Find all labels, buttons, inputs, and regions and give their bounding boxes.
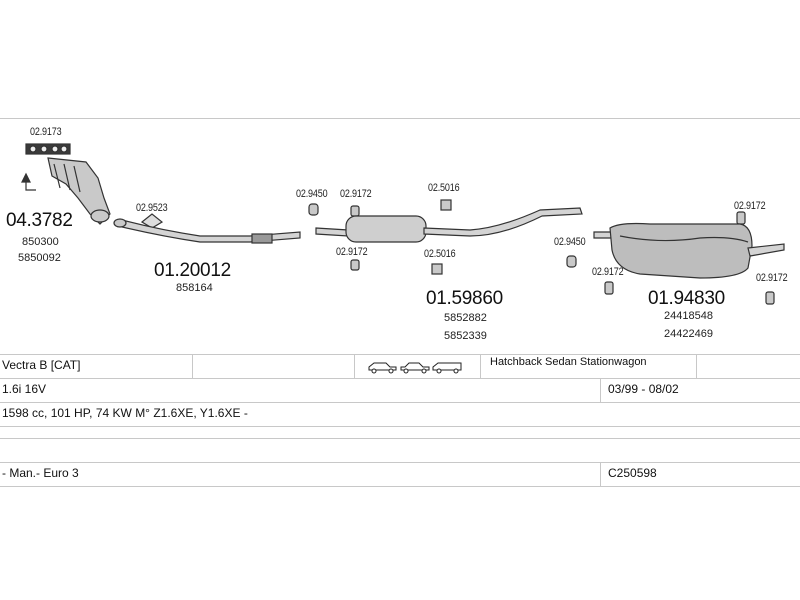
part-number-label: 02.9172 xyxy=(756,272,788,284)
table-divider xyxy=(600,378,601,402)
rubber-hanger-part xyxy=(350,259,360,271)
part-number-main: 01.94830 xyxy=(648,288,725,309)
table-rule xyxy=(0,486,800,487)
table-divider xyxy=(354,354,355,378)
body-type-icons xyxy=(368,362,462,374)
vehicle-model: Vectra B [CAT] xyxy=(2,358,81,372)
part-number-label: 02.9450 xyxy=(554,236,586,248)
oe-reference-number: 858164 xyxy=(176,282,213,294)
engine-label: 1.6i 16V xyxy=(2,382,47,396)
rubber-hanger-part xyxy=(604,281,614,295)
oe-reference-number: 5852882 xyxy=(444,312,487,324)
table-divider xyxy=(600,462,601,486)
engine-specs: 1598 cc, 101 HP, 74 KW M° Z1.6XE, Y1.6XE… xyxy=(2,406,248,420)
part-number-label: 02.9523 xyxy=(136,202,168,214)
part-number-label: 02.5016 xyxy=(424,248,456,260)
oe-reference-number: 24418548 xyxy=(664,310,713,322)
middle-silencer-part xyxy=(315,207,583,243)
table-rule xyxy=(0,438,800,439)
mounting-bracket-part xyxy=(431,263,443,275)
table-divider xyxy=(696,354,697,378)
body-types-label: Hatchback Sedan Stationwagon xyxy=(490,356,647,368)
part-number-label: 02.5016 xyxy=(428,182,460,194)
front-pipe-part xyxy=(113,218,301,244)
table-rule xyxy=(0,354,800,355)
table-rule xyxy=(0,462,800,463)
top-rule xyxy=(0,118,800,119)
part-number-label: 02.9173 xyxy=(30,126,62,138)
oe-reference-number: 850300 xyxy=(22,236,59,248)
clamp-part xyxy=(308,203,319,216)
exhaust-manifold-catalyst-part xyxy=(47,157,111,225)
catalog-code: C250598 xyxy=(608,466,657,480)
rear-silencer-part xyxy=(593,222,785,279)
manifold-gasket-part xyxy=(25,143,71,155)
sedan-car-icon xyxy=(400,362,430,374)
table-rule xyxy=(0,402,800,403)
part-number-main: 01.20012 xyxy=(154,260,231,281)
part-number-main: 01.59860 xyxy=(426,288,503,309)
oe-reference-number: 5850092 xyxy=(18,252,61,264)
exhaust-system-drawing xyxy=(21,143,785,305)
stationwagon-car-icon xyxy=(432,362,462,374)
clamp-part xyxy=(566,255,577,268)
part-number-label: 02.9450 xyxy=(296,188,328,200)
mounting-bracket-part xyxy=(440,199,452,211)
transmission-emission: - Man.- Euro 3 xyxy=(2,466,79,480)
rubber-hanger-part xyxy=(765,291,775,305)
oe-reference-number: 5852339 xyxy=(444,330,487,342)
part-number-label: 02.9172 xyxy=(336,246,368,258)
arrow-head-icon xyxy=(21,172,31,183)
part-number-label: 02.9172 xyxy=(340,188,372,200)
table-rule xyxy=(0,426,800,427)
part-number-label: 02.9172 xyxy=(734,200,766,212)
rubber-hanger-part xyxy=(736,211,746,225)
oe-reference-number: 24422469 xyxy=(664,328,713,340)
table-rule xyxy=(0,378,800,379)
table-divider xyxy=(192,354,193,378)
table-divider xyxy=(480,354,481,378)
hatchback-car-icon xyxy=(368,362,397,374)
part-number-label: 02.9172 xyxy=(592,266,624,278)
part-number-main: 04.3782 xyxy=(6,210,73,231)
arrow-icon xyxy=(25,180,36,191)
rubber-hanger-part xyxy=(350,205,360,217)
production-years: 03/99 - 08/02 xyxy=(608,382,679,396)
